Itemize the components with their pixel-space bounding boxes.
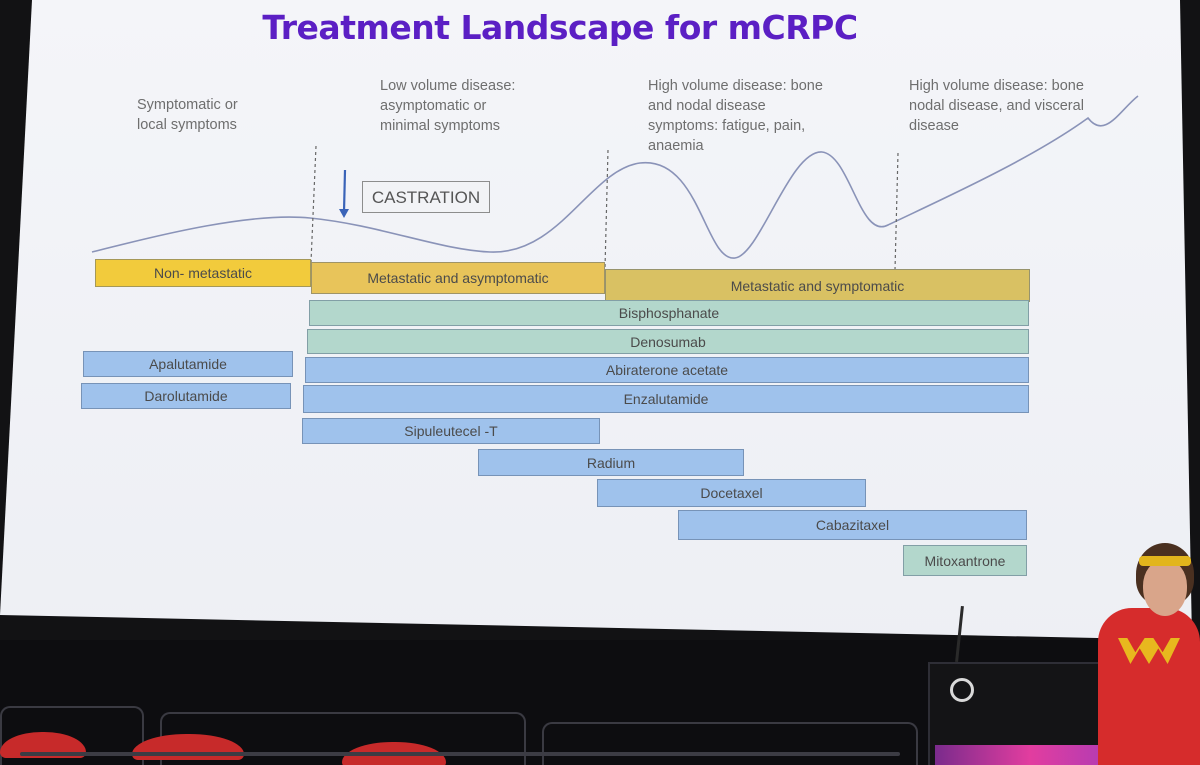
treatment-bar-cabazitaxel: Cabazitaxel [678, 510, 1027, 540]
phase-bar-non-metastatic: Non- metastatic [95, 259, 311, 287]
treatment-bar-enzalutamide: Enzalutamide [303, 385, 1029, 413]
podium-neon-sign [935, 745, 1125, 765]
treatment-bar-mitoxantrone: Mitoxantrone [903, 545, 1027, 576]
treatment-bar-abiraterone: Abiraterone acetate [305, 357, 1029, 383]
stage-label-low-volume: Low volume disease: asymptomatic or mini… [380, 78, 516, 134]
speaker-body [1098, 608, 1200, 765]
castration-label: CASTRATION [362, 181, 490, 213]
speaker-shirt-emblem [1118, 638, 1180, 664]
desk-rail [20, 752, 900, 756]
castration-arrow-shaft [342, 169, 347, 213]
podium-logo-seal [950, 678, 974, 702]
stage-divider-2 [604, 149, 609, 269]
treatment-bar-sipuleucel-t: Sipuleutecel -T [302, 418, 600, 444]
stage-divider-1 [310, 145, 317, 263]
stage-label-high-volume-bone-nodal: High volume disease: bone and nodal dise… [648, 78, 823, 154]
treatment-bar-darolutamide: Darolutamide [81, 383, 291, 409]
stage-label-high-volume-visceral: High volume disease: bone nodal disease,… [909, 78, 1084, 134]
slide-title: Treatment Landscape for mCRPC [262, 8, 858, 47]
stage-divider-3 [894, 152, 899, 271]
stage-label-symptomatic: Symptomatic or local symptoms [137, 97, 238, 133]
treatment-bar-bisphosphanate: Bisphosphanate [309, 300, 1029, 326]
speaker-headband [1139, 556, 1191, 566]
phase-bar-metastatic-asymptomatic: Metastatic and asymptomatic [311, 262, 605, 294]
desk-frame-right [542, 722, 918, 765]
desk-frame-left [0, 706, 144, 765]
castration-arrow-head [339, 209, 349, 218]
phase-bar-metastatic-symptomatic: Metastatic and symptomatic [605, 269, 1030, 302]
disease-progression-curve [91, 95, 1139, 271]
speaker-face [1143, 560, 1187, 616]
progression-line [91, 95, 1139, 259]
treatment-bar-radium: Radium [478, 449, 744, 476]
treatment-bar-docetaxel: Docetaxel [597, 479, 866, 507]
treatment-bar-apalutamide: Apalutamide [83, 351, 293, 377]
treatment-bar-denosumab: Denosumab [307, 329, 1029, 354]
